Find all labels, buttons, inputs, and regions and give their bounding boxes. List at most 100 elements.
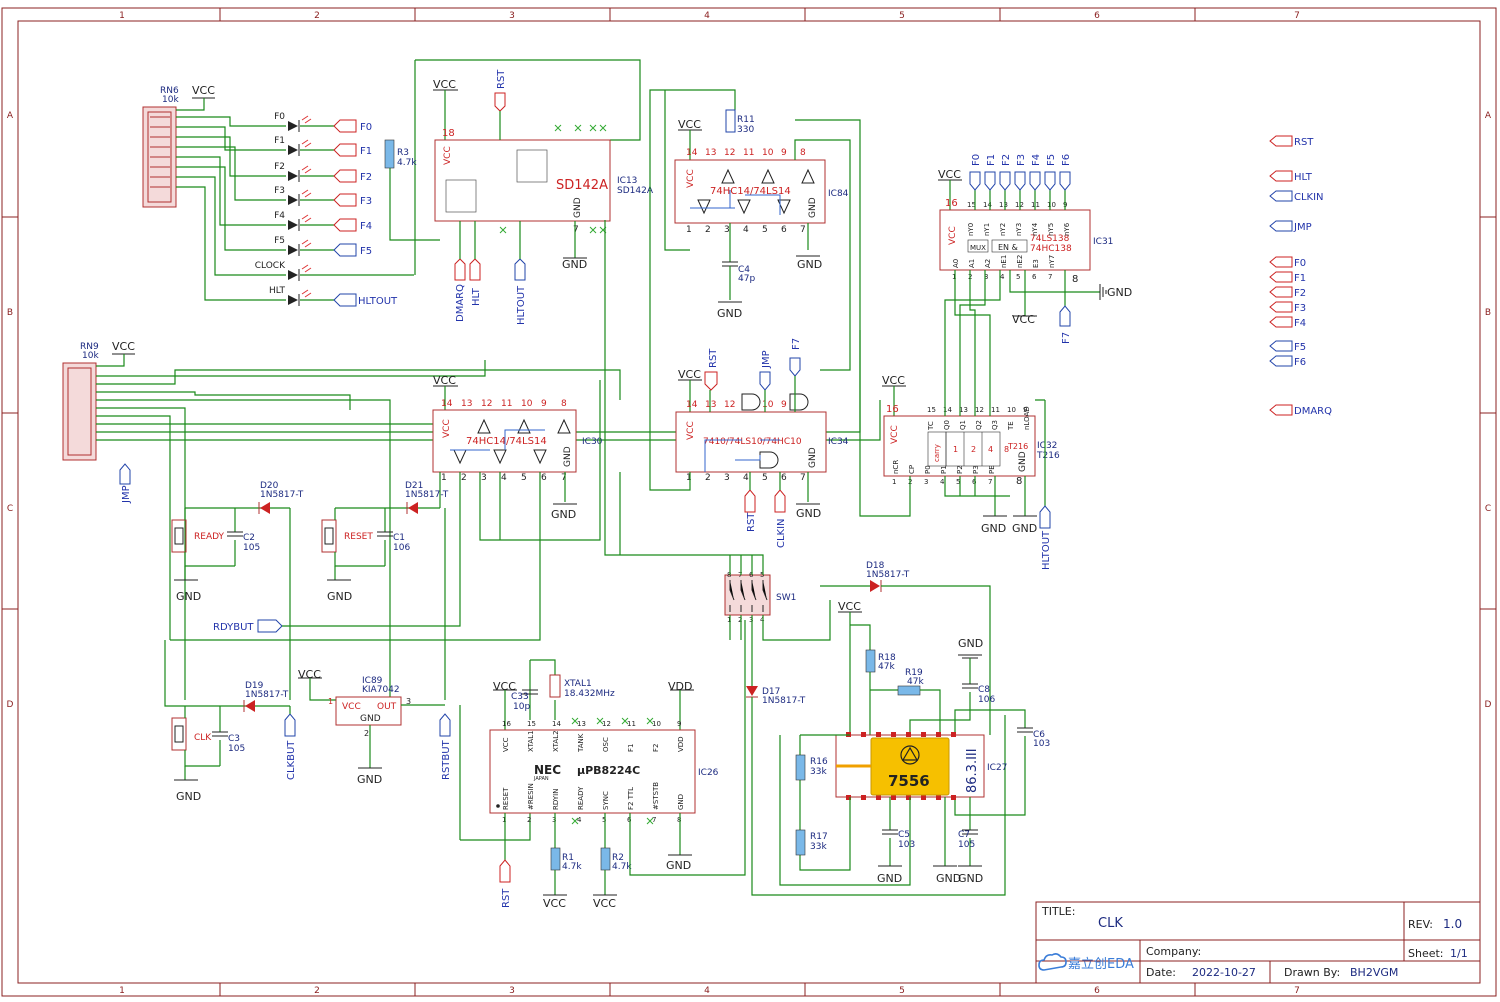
pin-number: 1 bbox=[727, 616, 731, 624]
clk-button: CLK C3 105 GND bbox=[164, 640, 290, 803]
ic34-f7: F7 bbox=[791, 338, 802, 350]
ic31-vcc-pin: VCC bbox=[948, 226, 958, 245]
net-label: F2 bbox=[1001, 154, 1012, 166]
c1-value: 106 bbox=[393, 543, 410, 553]
xtal1-value: 18.432MHz bbox=[564, 689, 615, 699]
pin-number: 9 bbox=[541, 399, 547, 409]
led-label: HLT bbox=[269, 286, 286, 296]
pin-number: 13 bbox=[999, 201, 1008, 209]
ic26-part: µPB8224C bbox=[577, 764, 640, 777]
pin-number: 3 bbox=[749, 616, 753, 624]
r1-ref: R1 bbox=[562, 853, 574, 863]
pin-num: 16 bbox=[886, 404, 899, 415]
ic89-gnd: GND bbox=[357, 773, 382, 786]
pin-name: #RESIN bbox=[527, 783, 535, 810]
r19-resistor: R19 47k bbox=[897, 668, 924, 696]
d18-diode: D18 1N5817-T bbox=[820, 561, 991, 735]
ic13-part: SD142A bbox=[617, 186, 654, 196]
ic26: XTAL1 18.432MHz VCC C33 10p VDD NEC JAPA… bbox=[459, 620, 746, 910]
ic32-gnd2: GND bbox=[1012, 522, 1037, 535]
ic27-part: 7556 bbox=[888, 772, 930, 790]
pin-number: 11 bbox=[743, 148, 754, 158]
col-label: 4 bbox=[704, 11, 710, 21]
pin-name: VDD bbox=[677, 736, 685, 752]
ic13-label: SD142A bbox=[556, 178, 608, 193]
r1-resistor: R1 4.7k bbox=[550, 847, 582, 872]
pin-num: 8 bbox=[1072, 274, 1078, 285]
pin-number: 13 bbox=[959, 406, 968, 414]
pin-name: PE bbox=[988, 465, 996, 474]
led-icon bbox=[288, 239, 312, 256]
c4-ref: C4 bbox=[738, 265, 750, 275]
pin-name: nCR bbox=[892, 460, 900, 474]
rn6-led-wires bbox=[176, 116, 414, 301]
pin-name: VCC bbox=[502, 737, 510, 752]
c7-ref: C7 bbox=[958, 830, 970, 840]
r11-ref: R11 bbox=[737, 115, 755, 125]
net-f0: F0 bbox=[360, 122, 372, 133]
col-label: 7 bbox=[1294, 11, 1300, 21]
ic31-mux: MUX bbox=[970, 244, 986, 252]
pin-name: OSC bbox=[602, 737, 610, 752]
r17-ref: R17 bbox=[810, 832, 828, 842]
pin-number: 12 bbox=[602, 720, 611, 728]
pin-number: 1 bbox=[441, 473, 447, 483]
ic34-vcc-pin: VCC bbox=[686, 421, 696, 440]
r16-resistor: R16 33k bbox=[795, 754, 828, 781]
ready-button: READY C2 105 GND bbox=[171, 507, 290, 603]
ic31-label1: 74LS138 bbox=[1030, 234, 1070, 244]
c4-capacitor: C4 47p bbox=[722, 261, 755, 284]
ic89-part: KIA7042 bbox=[362, 685, 400, 695]
ic13-vcc-pin: VCC bbox=[443, 146, 453, 165]
c33-value: 10p bbox=[513, 702, 530, 712]
pin-number: 14 bbox=[983, 201, 992, 209]
row-label: D bbox=[1485, 700, 1492, 710]
pin-number: 5 bbox=[1016, 273, 1020, 281]
pin-name: nY5 bbox=[1047, 223, 1055, 236]
pin-number: 16 bbox=[502, 720, 511, 728]
ic30-gnd-pin: GND bbox=[563, 446, 573, 467]
ic89-vcc-top: VCC bbox=[298, 668, 321, 681]
net-f2: F2 bbox=[360, 172, 372, 183]
ic30-gnd: GND bbox=[551, 508, 576, 521]
pin-number: 7 bbox=[1048, 273, 1052, 281]
c6-ref: C6 bbox=[1033, 730, 1045, 740]
ic32-cell-carry: carry bbox=[933, 444, 941, 462]
pin-number: 2 bbox=[705, 225, 711, 235]
inverter-icons bbox=[697, 168, 815, 215]
legend-net: F0 bbox=[1294, 258, 1306, 269]
pin-name: A0 bbox=[952, 259, 960, 268]
d19-value: 1N5817-T bbox=[245, 690, 289, 700]
rdybut-net: RDYBUT bbox=[170, 472, 541, 641]
ic26-vdd: VDD bbox=[668, 680, 692, 693]
ic34-gnd: GND bbox=[796, 507, 821, 520]
pin-name: RESET bbox=[502, 787, 510, 810]
pin-name: TC bbox=[927, 421, 935, 431]
led-icon bbox=[288, 165, 312, 182]
pin-number: 1 bbox=[686, 473, 692, 483]
pin-number: 10 bbox=[521, 399, 533, 409]
d17-value: 1N5817-T bbox=[762, 696, 806, 706]
pin-number: 15 bbox=[927, 406, 936, 414]
ic32-inner: T216 bbox=[1007, 442, 1028, 451]
ic26-gnd: GND bbox=[666, 859, 691, 872]
ic31-vcc: VCC bbox=[938, 168, 961, 181]
led-label: F0 bbox=[274, 112, 285, 122]
c8-gnd: GND bbox=[958, 637, 983, 650]
ic32-gnd1: GND bbox=[981, 522, 1006, 535]
pin-number: 4 bbox=[940, 478, 945, 486]
pin-number: 11 bbox=[627, 720, 636, 728]
ic84-ref: IC84 bbox=[828, 189, 849, 199]
ic26-brand-sub: JAPAN bbox=[533, 776, 549, 782]
legend-net: JMP bbox=[1293, 222, 1312, 233]
pin-number: 13 bbox=[705, 148, 716, 158]
row-label: B bbox=[1485, 308, 1491, 318]
pin-number: 12 bbox=[481, 399, 492, 409]
pin-name: Q2 bbox=[975, 420, 983, 430]
ic27-gnd1: GND bbox=[936, 872, 961, 885]
ready-gnd: GND bbox=[176, 590, 201, 603]
clk-label: CLK bbox=[194, 733, 212, 743]
ic32-hltout: HLTOUT bbox=[1041, 530, 1052, 570]
